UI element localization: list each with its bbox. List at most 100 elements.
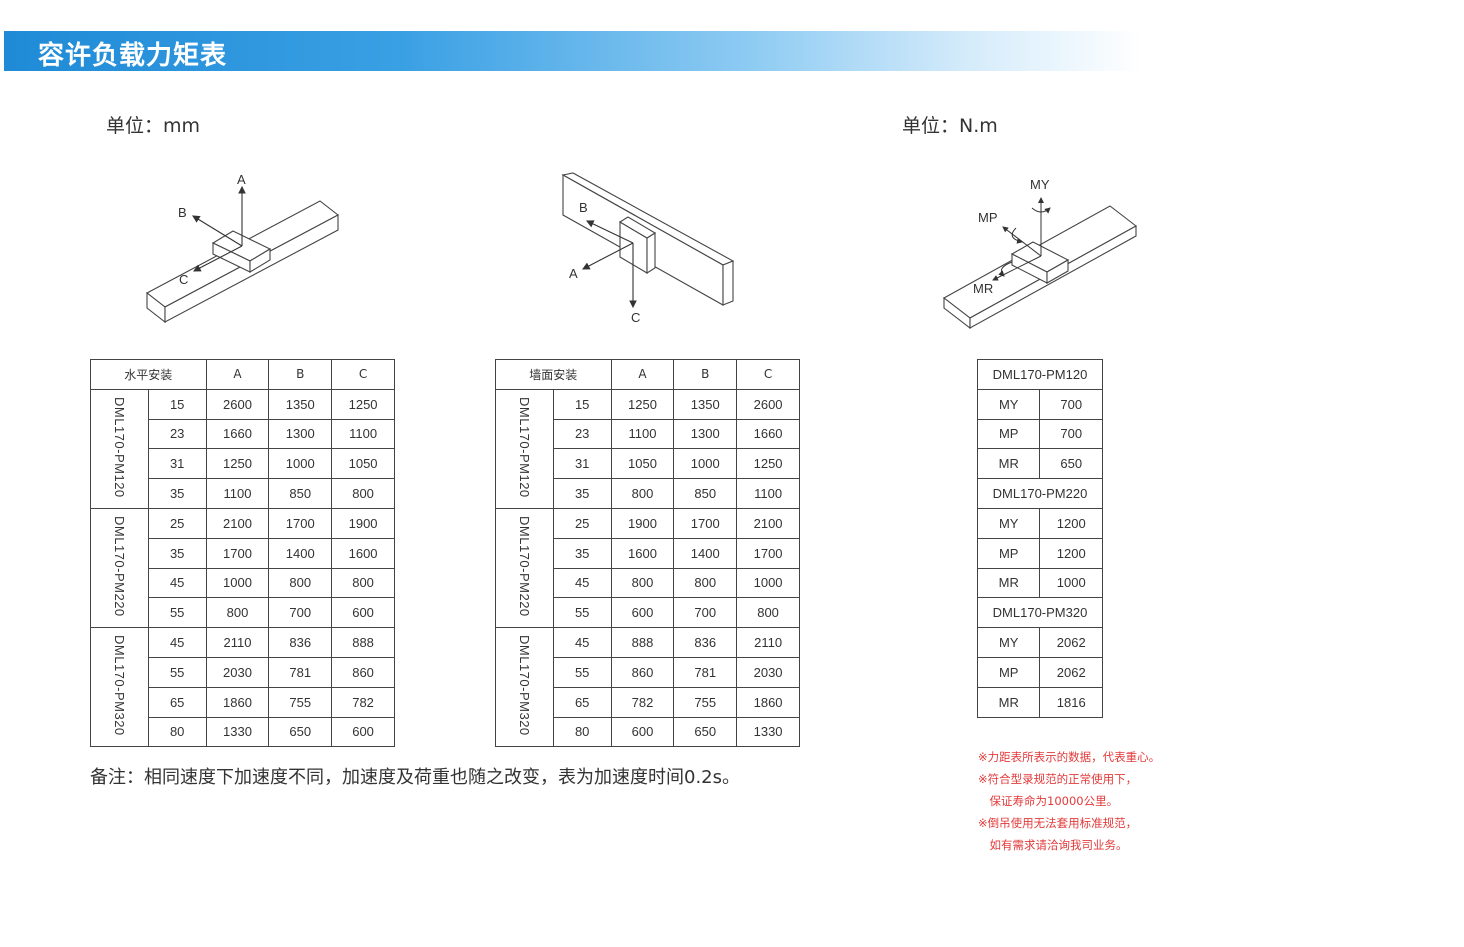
remark-note: 备注：相同速度下加速度不同，加速度及荷重也随之改变，表为加速度时间0.2s。 [90,767,741,788]
table-row: 80 600 650 1330 [496,716,800,748]
value-b-cell: 650 [268,716,333,748]
table-row: DML170-PM320 45 2110 836 888 [90,627,395,748]
model-name: DML170-PM220 [977,478,1103,509]
table-row: 80 1330 650 600 [91,716,395,748]
value-b-cell: 836 [268,627,333,658]
value-c-cell: 1100 [736,478,800,509]
value-c-cell: 800 [736,597,800,629]
moment-label: MR [976,448,1041,480]
speed-cell: 65 [147,686,207,718]
value-a-cell: 1600 [610,537,675,569]
model-header-row: DML170-PM320 [977,597,1103,629]
table-heading: 墙面安装 [495,359,612,390]
value-c-cell: 2100 [736,507,800,539]
value-c-cell: 800 [331,478,395,509]
table-row: DML170-PM120 15 1250 1350 2600 [495,388,800,509]
value-b-cell: 1350 [268,388,333,420]
table-row: 35 1100 850 800 [91,478,395,509]
value-c-cell: 600 [331,716,395,748]
value-a-cell: 860 [610,656,675,688]
axis-label-a: A [569,266,578,281]
table-row: 23 1100 1300 1660 [496,418,800,450]
table-header-row: 墙面安装 A B C [495,359,800,390]
value-b-cell: 1400 [673,537,738,569]
table-heading: 水平安装 [90,359,207,390]
table-row: 35 800 850 1100 [496,478,800,509]
moment-value: 2062 [1039,656,1103,688]
value-a-cell: 800 [610,478,675,509]
speed-cell: 25 [552,507,612,539]
moment-label: MP [976,656,1041,688]
value-c-cell: 1860 [736,686,800,718]
table-row: DML170-PM120 15 2600 1350 1250 [90,388,395,509]
moment-diagram: MY MP MR [943,177,1137,330]
column-header-c: C [736,359,800,390]
speed-cell: 65 [552,686,612,718]
value-c-cell: 860 [331,656,395,688]
column-header-c: C [331,359,395,390]
value-a-cell: 1000 [205,567,270,599]
red-note-line: ※符合型录规范的正常使用下， [978,772,1138,786]
moment-value: 1200 [1039,537,1103,569]
value-a-cell: 1250 [610,388,675,420]
speed-cell: 35 [147,537,207,569]
value-b-cell: 800 [268,567,333,599]
speed-cell: 15 [147,388,207,420]
value-a-cell: 1330 [205,716,270,748]
moment-value: 1816 [1039,686,1103,718]
value-c-cell: 2600 [736,388,800,420]
value-b-cell: 1000 [268,448,333,480]
value-a-cell: 800 [205,597,270,629]
table-row: 31 1250 1000 1050 [91,448,395,480]
moment-value: 700 [1039,388,1103,420]
column-header-b: B [268,359,333,390]
value-a-cell: 2100 [205,507,270,539]
value-a-cell: 800 [610,567,675,599]
value-c-cell: 2110 [736,627,800,658]
value-b-cell: 800 [673,567,738,599]
value-a-cell: 1860 [205,686,270,718]
value-c-cell: 1250 [331,388,395,420]
table-row: 65 782 755 1860 [496,686,800,718]
moment-label: MY [976,627,1041,658]
value-c-cell: 888 [331,627,395,658]
value-a-cell: 1900 [610,507,675,539]
value-b-cell: 850 [673,478,738,509]
axis-label-c: C [631,310,640,325]
unit-label-nm: 单位：N.m [902,115,998,137]
moment-label: MP [976,537,1041,569]
table-row: DML170-PM320 45 888 836 2110 [495,627,800,748]
model-cell: DML170-PM220 [90,507,149,629]
value-c-cell: 800 [331,567,395,599]
speed-cell: 31 [552,448,612,480]
horizontal-mount-table: 水平安装 A B C DML170-PM120 15 2600 1350 125… [90,359,395,748]
speed-cell: 23 [552,418,612,450]
value-c-cell: 1000 [736,567,800,599]
table-row: DML170-PM220 25 1900 1700 2100 [495,507,800,629]
horizontal-mount-diagram: A B C [145,172,340,324]
table-row: 31 1050 1000 1250 [496,448,800,480]
moment-value: 700 [1039,418,1103,450]
value-b-cell: 755 [268,686,333,718]
value-b-cell: 1700 [268,507,333,539]
value-a-cell: 888 [610,627,675,658]
model-name: DML170-PM320 [977,597,1103,629]
value-a-cell: 1660 [205,418,270,450]
axis-label-b: B [579,200,588,215]
axis-label-b: B [178,205,187,220]
model-name: DML170-PM120 [977,359,1103,390]
unit-label-mm: 单位：mm [106,115,201,137]
value-a-cell: 1250 [205,448,270,480]
moment-value: 1200 [1039,507,1103,539]
moment-value: 2062 [1039,627,1103,658]
column-header-a: A [610,359,675,390]
speed-cell: 45 [552,567,612,599]
value-c-cell: 1600 [331,537,395,569]
speed-cell: 55 [552,656,612,688]
